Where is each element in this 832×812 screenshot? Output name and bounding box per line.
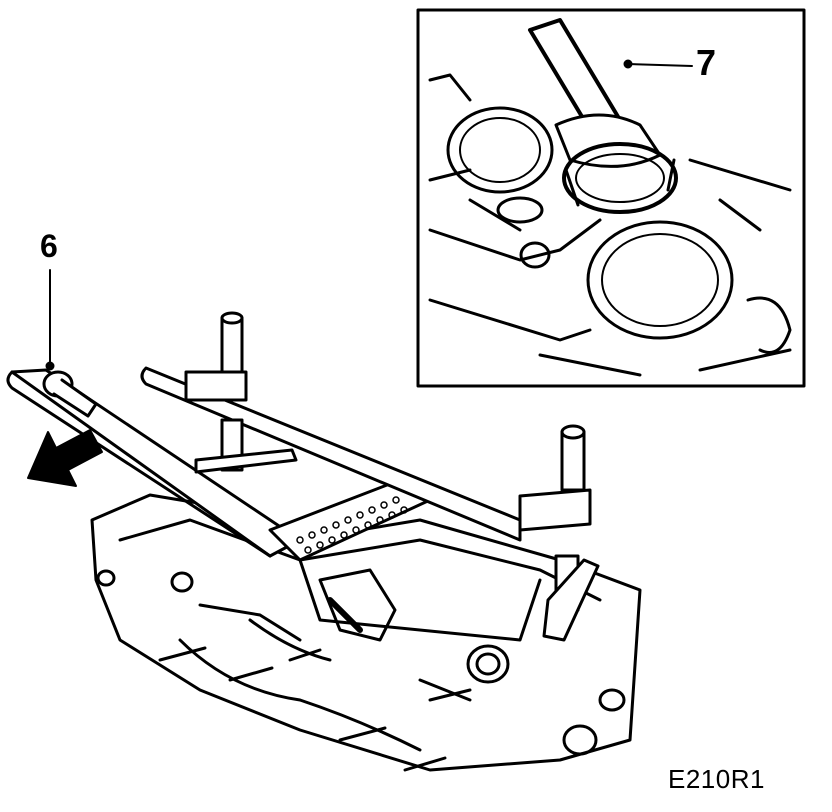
- cylinder-head: [90, 493, 642, 772]
- inset-bore-left: [446, 106, 554, 194]
- fixture-tool: [6, 269, 600, 642]
- callout-7: 7: [696, 42, 717, 83]
- tool-seal: [562, 142, 678, 214]
- inset-bore-right: [586, 220, 734, 340]
- callout-6: 6: [40, 228, 58, 264]
- figure-id: E210R1: [668, 764, 765, 794]
- detail-inset: [416, 8, 806, 388]
- inset-frame: [416, 8, 806, 388]
- direction-arrow-icon: [27, 429, 103, 487]
- leader-7: [627, 63, 693, 67]
- tool-shaft: [528, 18, 622, 132]
